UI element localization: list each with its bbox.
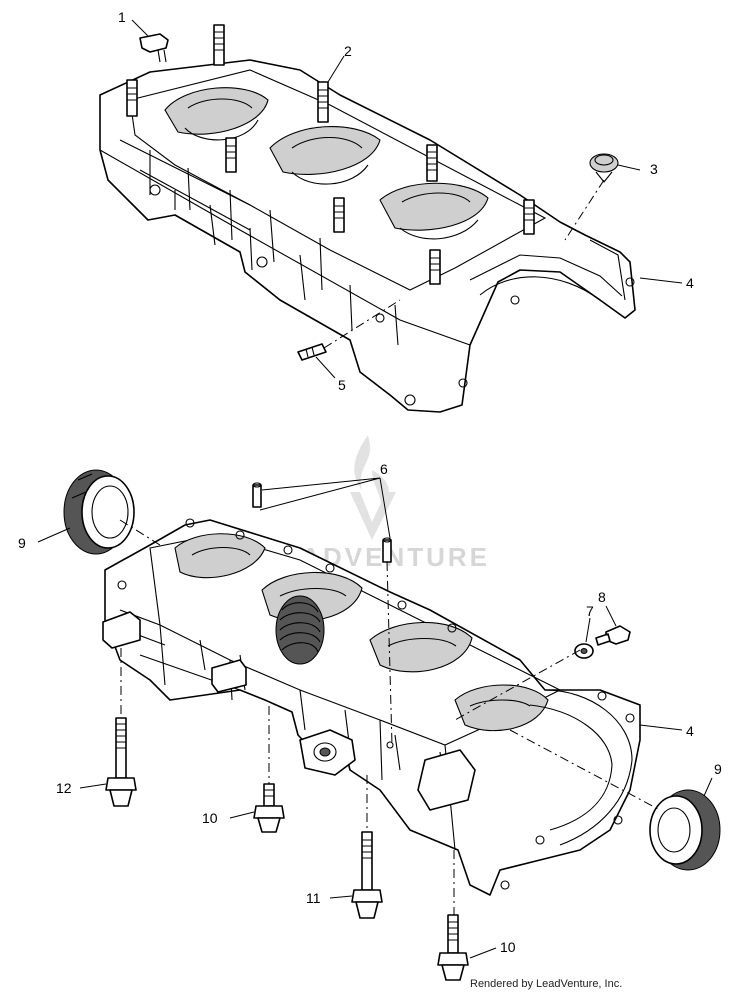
bolt-10-upper — [253, 783, 285, 833]
callout-10-lower: 10 — [500, 939, 516, 955]
callout-9-right: 9 — [714, 761, 722, 777]
leader-lines — [37, 19, 713, 959]
callout-12: 12 — [56, 780, 72, 796]
oil-seal-left — [63, 469, 135, 555]
long-bolt-12 — [105, 717, 137, 807]
callout-6: 6 — [380, 461, 388, 477]
callout-4-upper: 4 — [686, 275, 694, 291]
elbow-fitting — [139, 33, 169, 63]
long-bolt-11 — [351, 831, 383, 919]
callout-4-lower: 4 — [686, 723, 694, 739]
callout-11: 11 — [306, 890, 321, 906]
lower-crankcase — [102, 518, 641, 896]
callout-10-upper: 10 — [202, 810, 218, 826]
bolt-10-lower — [437, 914, 469, 981]
washer — [574, 643, 594, 659]
oil-port-boss — [299, 729, 356, 776]
callout-3: 3 — [650, 161, 658, 177]
upper-crankcase — [99, 24, 636, 413]
callout-2: 2 — [344, 43, 352, 59]
oil-seal-right — [649, 789, 721, 871]
callout-9-left: 9 — [18, 535, 26, 551]
callout-5: 5 — [338, 377, 346, 393]
small-stud — [297, 343, 327, 361]
callout-1: 1 — [118, 9, 126, 25]
callout-labels: 1 2 3 4 5 6 7 8 9 4 9 12 10 11 10 — [18, 9, 722, 955]
callout-7: 7 — [586, 603, 594, 619]
plug — [589, 153, 619, 183]
crank-gear-pack — [275, 595, 325, 665]
small-bolt — [595, 625, 631, 646]
render-credit: Rendered by LeadVenture, Inc. — [470, 978, 623, 990]
callout-8: 8 — [598, 589, 606, 605]
cylinder-studs — [126, 24, 535, 285]
